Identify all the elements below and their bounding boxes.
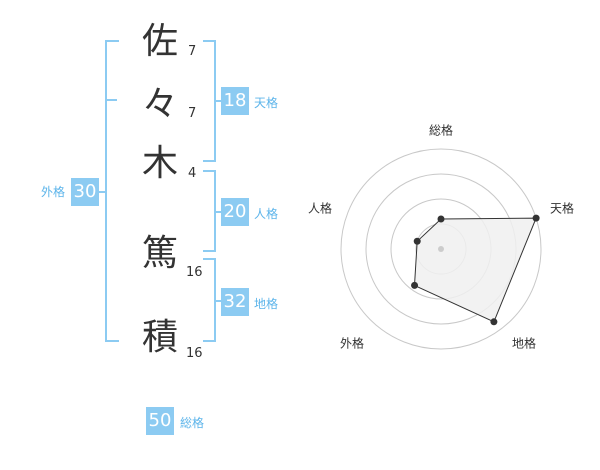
radar-point-2 bbox=[532, 214, 540, 222]
stroke-count-1: 7 bbox=[188, 44, 197, 59]
gaikaku-tick-2 bbox=[99, 191, 107, 193]
name-char-3: 木 bbox=[141, 143, 178, 184]
soukaku-value: 50 bbox=[146, 407, 174, 435]
radar-point-1 bbox=[437, 215, 445, 223]
name-char-4: 篤 bbox=[141, 233, 178, 274]
soukaku-label: 総格 bbox=[180, 416, 205, 430]
name-char-1: 佐 bbox=[141, 21, 178, 62]
chikaku-tick bbox=[214, 300, 221, 302]
gaikaku-tick-1 bbox=[105, 99, 117, 101]
gaikaku-value: 30 bbox=[71, 178, 99, 206]
tenkaku-value: 18 bbox=[221, 87, 249, 115]
chikaku-value: 32 bbox=[221, 288, 249, 316]
stroke-count-4: 16 bbox=[186, 265, 203, 280]
name-char-2: 々 bbox=[141, 84, 178, 125]
radar-center-dot bbox=[438, 246, 444, 252]
radar-point-5 bbox=[413, 237, 421, 245]
radar-label-chikaku: 地格 bbox=[511, 336, 537, 351]
jinkaku-label: 人格 bbox=[254, 207, 279, 221]
stroke-count-3: 4 bbox=[188, 166, 197, 181]
gaikaku-label: 外格 bbox=[41, 185, 66, 199]
radar-label-gaikaku: 外格 bbox=[339, 336, 365, 351]
stroke-count-5: 16 bbox=[186, 346, 203, 361]
radar-grid-ring bbox=[340, 148, 542, 350]
tenkaku-label: 天格 bbox=[254, 96, 279, 110]
radar-label-tenkaku: 天格 bbox=[549, 201, 575, 216]
radar-label-jinkaku: 人格 bbox=[307, 201, 333, 216]
radar-data-polygon bbox=[413, 217, 537, 323]
radar-point-3 bbox=[490, 318, 498, 326]
jinkaku-tick bbox=[214, 211, 221, 213]
tenkaku-tick bbox=[214, 100, 221, 102]
name-char-5: 積 bbox=[141, 317, 178, 358]
jinkaku-value: 20 bbox=[221, 198, 249, 226]
radar-point-4 bbox=[411, 281, 419, 289]
radar-label-soukaku: 総格 bbox=[428, 123, 454, 138]
stroke-count-2: 7 bbox=[188, 106, 197, 121]
chikaku-label: 地格 bbox=[254, 297, 279, 311]
